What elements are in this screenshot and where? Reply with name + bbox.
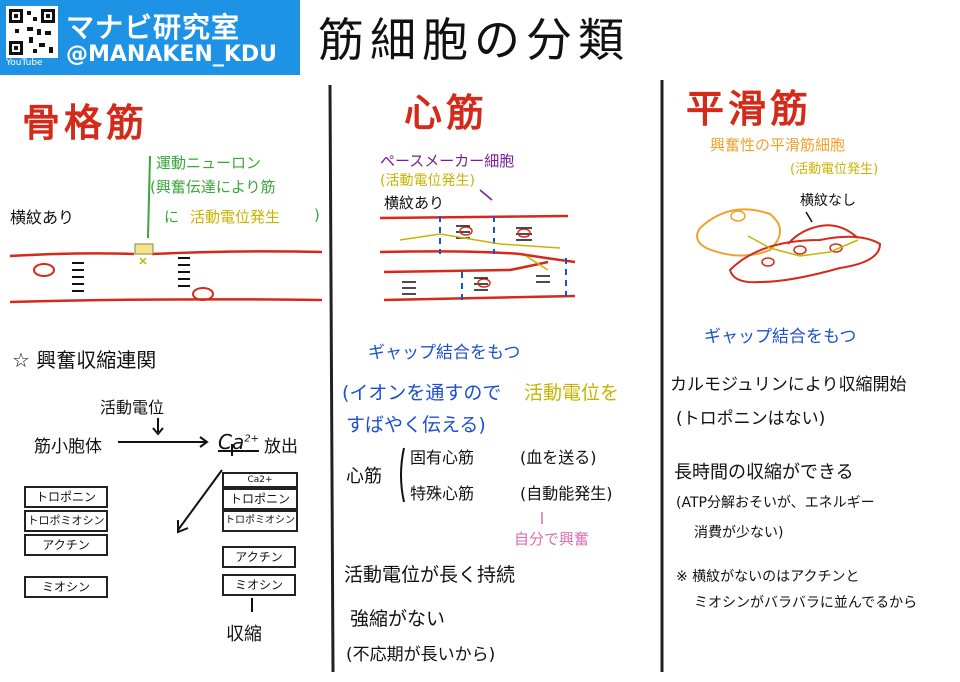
myosin-box: ミオシン: [24, 576, 108, 598]
ion-note-2: すばやく伝える): [346, 414, 486, 436]
neuron-note-to: に: [164, 208, 180, 226]
cardiac-fiber-drawing: [379, 189, 576, 302]
excitable-cell-label: 興奮性の平滑筋細胞: [710, 136, 846, 154]
pacemaker-note: (活動電位発生): [380, 173, 475, 189]
myosin-box-right: ミオシン: [222, 574, 296, 596]
no-striation-label: 横紋なし: [800, 193, 856, 209]
skeletal-fiber-drawing: [9, 155, 323, 304]
actin-box-right: アクチン: [222, 546, 296, 568]
excitable-note: (活動電位発生): [790, 162, 879, 177]
atp-note-2: 消費が少ない): [694, 525, 784, 541]
long-contraction-label: 長時間の収縮ができる: [674, 462, 854, 483]
ion-note-1b: 活動電位を: [524, 382, 620, 404]
self-excite-label: 自分で興奮: [514, 530, 590, 548]
sr-label: 筋小胞体: [34, 437, 102, 457]
no-troponin-label: (トロポニンはない): [676, 409, 826, 429]
ca-bound-box: Ca2+: [222, 472, 298, 488]
youtube-label: YouTube: [6, 58, 43, 68]
ca-label: Ca2+: [218, 430, 259, 454]
ec-coupling-title: ☆ 興奮収縮連関: [12, 348, 157, 372]
channel-name: マナビ研究室: [66, 11, 241, 44]
tropomyosin-box: トロポミオシン: [24, 510, 108, 532]
cardiac-striated-label: 横紋あり: [384, 194, 445, 212]
specialized-myocardium: 特殊心筋: [410, 484, 475, 503]
refractory-label: (不応期が長いから): [346, 645, 496, 665]
skeletal-striated-label: 横紋あり: [10, 208, 75, 227]
contraction-label: 収縮: [226, 624, 262, 645]
cardiac-type-label: 心筋: [346, 466, 382, 487]
working-myocardium: 固有心筋: [410, 448, 475, 467]
qr-code-icon: [6, 6, 58, 58]
page-title: 筋細胞の分類: [318, 13, 630, 67]
actin-box: アクチン: [24, 534, 108, 556]
ec-arrows: [118, 418, 253, 612]
long-ap-label: 活動電位が長く持続: [344, 564, 516, 586]
tropomyosin-box-right: トロポミオシン: [222, 510, 298, 532]
troponin-box-right: トロポニン: [222, 488, 298, 510]
calmodulin-label: カルモジュリンにより収縮開始: [670, 375, 907, 395]
channel-badge: YouTube マナビ研究室 @MANAKEN_KDU: [0, 0, 300, 75]
striation-note-1: ※ 横紋がないのはアクチンと: [676, 569, 860, 585]
striation-note-2: ミオシンがバラバラに並んでるから: [694, 595, 918, 611]
smooth-muscle-drawing: [696, 208, 882, 284]
cardiac-heading: 心筋: [404, 91, 489, 135]
working-role: (血を送る): [520, 448, 597, 467]
neuron-label: 運動ニューロン: [156, 154, 262, 172]
release-label: 放出: [264, 437, 298, 457]
cardiac-bracket: [400, 447, 405, 503]
pacemaker-label: ペースメーカー細胞: [380, 152, 515, 170]
skeletal-heading: 骨格筋: [22, 101, 149, 145]
smooth-heading: 平滑筋: [686, 87, 813, 131]
specialized-role: (自動能発生): [520, 484, 613, 503]
neuron-note-close: ): [314, 206, 320, 224]
column-divider: [328, 84, 335, 673]
cardiac-gap-label: ギャップ結合をもつ: [368, 343, 521, 363]
neuron-note: (興奮伝達により筋: [150, 178, 276, 196]
channel-handle: @MANAKEN_KDU: [66, 42, 278, 67]
neuron-note-ap: 活動電位発生: [190, 208, 281, 226]
troponin-box: トロポニン: [24, 486, 108, 508]
action-potential-label: 活動電位: [100, 398, 165, 417]
smooth-gap-label: ギャップ結合をもつ: [704, 327, 857, 347]
ion-note-1a: (イオンを通すので: [342, 382, 502, 404]
no-tetanus-label: 強縮がない: [350, 608, 446, 630]
atp-note-1: (ATP分解おそいが、エネルギー: [676, 495, 875, 511]
